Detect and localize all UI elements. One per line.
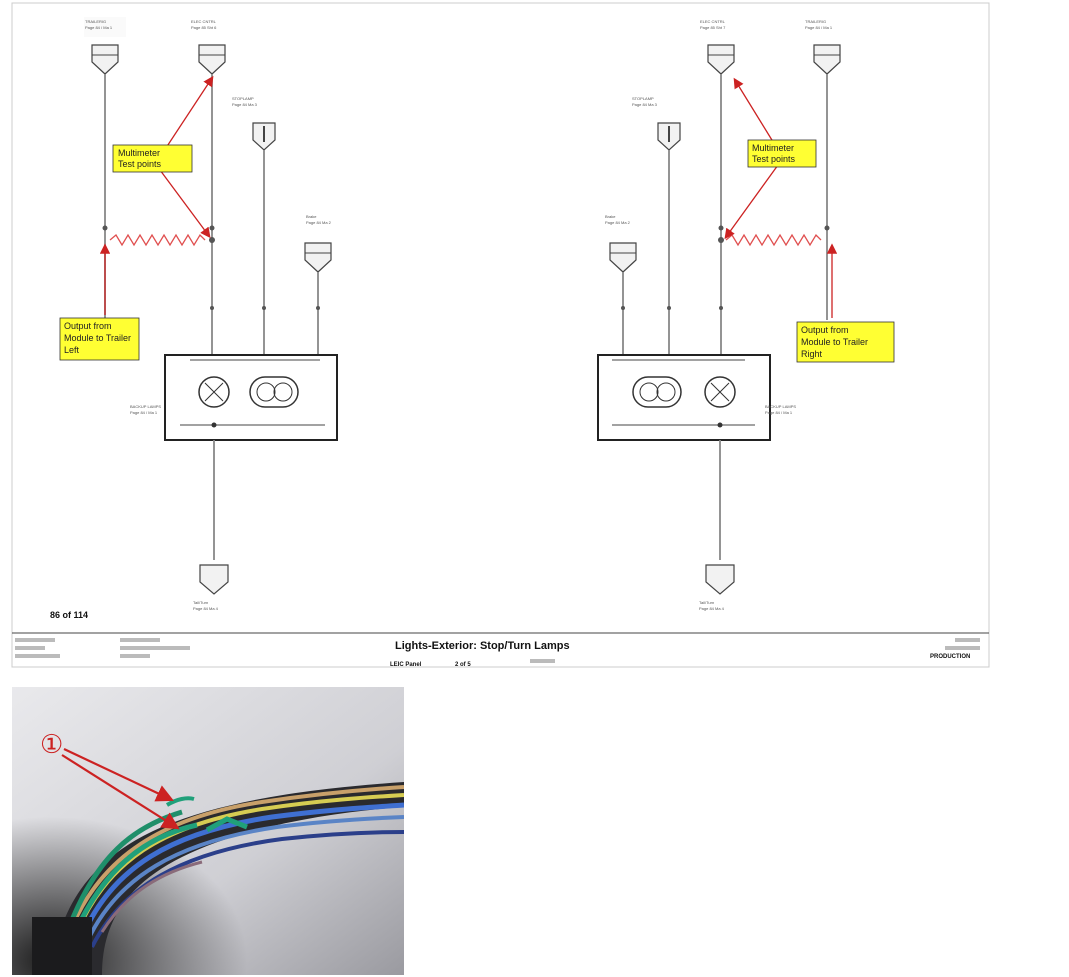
svg-text:STOPLAMP: STOPLAMP xyxy=(232,96,254,101)
svg-text:Page 84 Ma 4: Page 84 Ma 4 xyxy=(193,606,219,611)
svg-text:Tail/Turn: Tail/Turn xyxy=(699,600,714,605)
svg-text:Page 84 / Ma 1: Page 84 / Ma 1 xyxy=(805,25,833,30)
svg-text:Test points: Test points xyxy=(752,154,796,164)
svg-text:Multimeter: Multimeter xyxy=(752,143,794,153)
svg-text:Module to Trailer: Module to Trailer xyxy=(64,333,131,343)
svg-text:BACKUP LAMPS: BACKUP LAMPS xyxy=(765,404,796,409)
lamp-assembly-right xyxy=(597,354,771,441)
footer-right-label: PRODUCTION xyxy=(930,654,970,660)
svg-text:Page 84 Ma 2: Page 84 Ma 2 xyxy=(605,220,631,225)
svg-text:TRAILERIG: TRAILERIG xyxy=(805,19,826,24)
svg-text:Page 84 Ma 3: Page 84 Ma 3 xyxy=(232,102,258,107)
svg-text:BACKUP LAMPS: BACKUP LAMPS xyxy=(130,404,161,409)
svg-text:Right: Right xyxy=(801,349,823,359)
footer-page-num: 2 of 5 xyxy=(455,662,471,668)
lamp-assembly-left xyxy=(164,354,338,441)
svg-text:STOPLAMP: STOPLAMP xyxy=(632,96,654,101)
wiring-harness-photo: ① xyxy=(12,687,404,975)
title-block: Lights-Exterior: Stop/Turn Lamps LEIC Pa… xyxy=(12,632,989,668)
svg-text:Page 84 / Ma 1: Page 84 / Ma 1 xyxy=(85,25,113,30)
svg-text:Output from: Output from xyxy=(64,321,112,331)
svg-text:Page 84 Ma 3: Page 84 Ma 3 xyxy=(632,102,658,107)
callout-multimeter-right: Multimeter Test points xyxy=(747,139,817,168)
svg-text:Page 84 Ma 2: Page 84 Ma 2 xyxy=(306,220,332,225)
callout-number: ① xyxy=(40,730,63,760)
svg-text:ELEC CNTRL: ELEC CNTRL xyxy=(191,19,217,24)
callout-multimeter-left: Multimeter Test points xyxy=(112,144,193,173)
svg-text:Page 85 Sht 7: Page 85 Sht 7 xyxy=(700,25,726,30)
page-count: 86 of 114 xyxy=(50,610,88,620)
svg-text:Module to Trailer: Module to Trailer xyxy=(801,337,868,347)
footer-page-label: LEIC Panel xyxy=(390,662,422,668)
svg-text:ELEC CNTRL: ELEC CNTRL xyxy=(700,19,726,24)
svg-text:TRAILERIG: TRAILERIG xyxy=(85,19,106,24)
svg-text:Tail/Turn: Tail/Turn xyxy=(193,600,208,605)
svg-text:Brake: Brake xyxy=(605,214,616,219)
svg-text:Page 84 / Ma 1: Page 84 / Ma 1 xyxy=(765,410,793,415)
svg-text:Brake: Brake xyxy=(306,214,317,219)
svg-text:Multimeter: Multimeter xyxy=(118,148,160,158)
callout-output-right: Output from Module to Trailer Right xyxy=(796,321,895,363)
svg-text:Left: Left xyxy=(64,345,80,355)
svg-text:Page 84 Ma 4: Page 84 Ma 4 xyxy=(699,606,725,611)
svg-text:Page 84 / Ma 1: Page 84 / Ma 1 xyxy=(130,410,158,415)
footer-title: Lights-Exterior: Stop/Turn Lamps xyxy=(395,640,570,652)
svg-text:Output from: Output from xyxy=(801,325,849,335)
callout-output-left: Output from Module to Trailer Left xyxy=(59,317,140,361)
svg-text:Test points: Test points xyxy=(118,159,162,169)
svg-text:Page 85 Sht 6: Page 85 Sht 6 xyxy=(191,25,217,30)
